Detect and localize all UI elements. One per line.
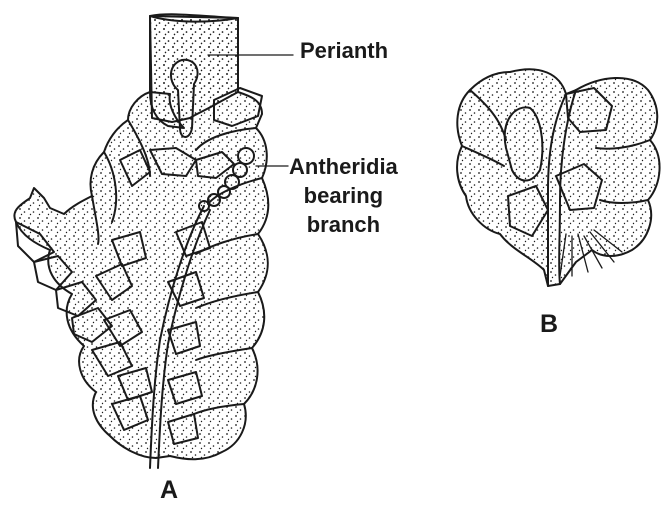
figure-b-label: B: [540, 312, 558, 337]
antheridia-branch-label: Antheridia bearing branch: [289, 152, 398, 239]
figure-a-plant: [14, 14, 268, 468]
perianth-label: Perianth: [300, 40, 388, 62]
figure-a-label: A: [160, 478, 178, 503]
antheridia-label-line-2: bearing: [289, 181, 398, 210]
antheridia-label-line-1: Antheridia: [289, 152, 398, 181]
antheridia-label-line-3: branch: [289, 210, 398, 239]
figure-b-shoot: [457, 69, 659, 286]
